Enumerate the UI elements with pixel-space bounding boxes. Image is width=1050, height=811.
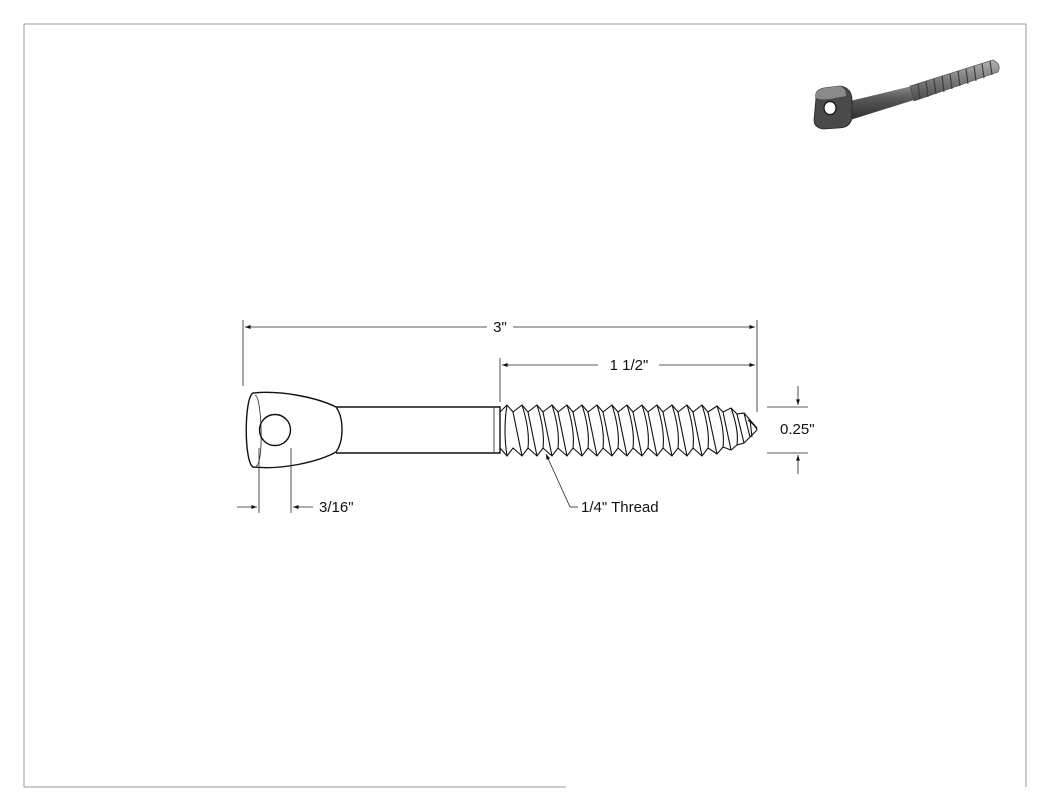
thread-outline xyxy=(499,404,758,457)
eye-hole xyxy=(258,413,292,447)
thread-callout-leader: 1/4" Thread xyxy=(545,453,659,516)
iso-thread xyxy=(909,59,1000,102)
dim-label-thread-length: 1 1/2" xyxy=(610,357,649,374)
shank-outline xyxy=(336,406,501,454)
dim-label-eye-hole: 3/16" xyxy=(319,499,354,516)
isometric-view xyxy=(813,59,1000,130)
dim-overall-length: 3" xyxy=(242,319,758,412)
dim-label-diameter: 0.25" xyxy=(780,421,815,438)
dim-label-overall: 3" xyxy=(493,319,507,336)
dim-thread-length: 1 1/2" xyxy=(499,357,755,402)
screw-front-view xyxy=(245,391,758,469)
dim-eye-hole: 3/16" xyxy=(237,448,354,516)
sheet-border xyxy=(23,23,1027,788)
eye-head-outline xyxy=(245,391,343,469)
iso-eye-hole xyxy=(823,100,837,116)
thread-callout-label: 1/4" Thread xyxy=(581,499,659,516)
dim-thread-diameter: 0.25" xyxy=(767,386,815,474)
